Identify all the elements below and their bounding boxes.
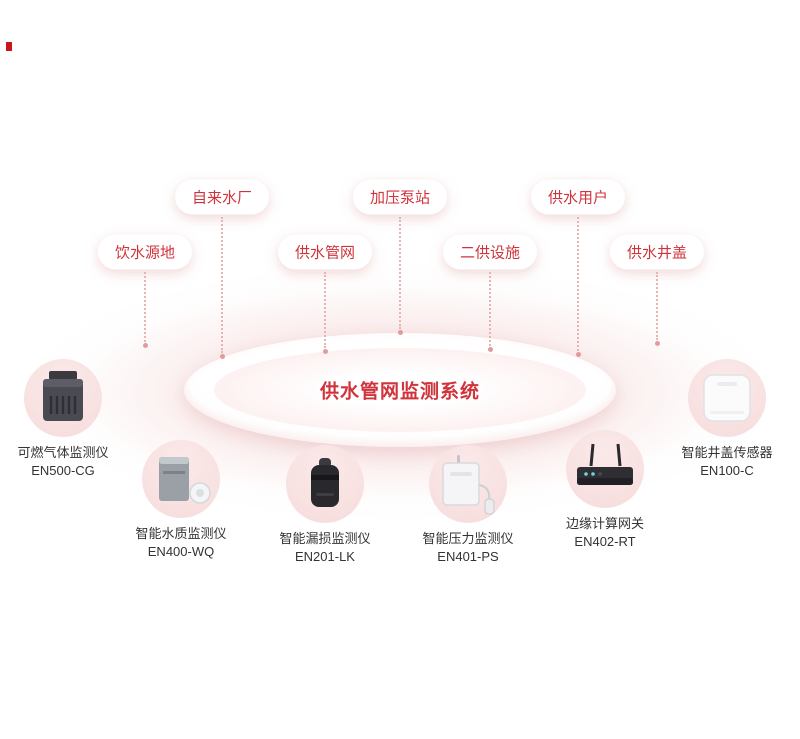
connector-water-users [575, 217, 581, 357]
device-gas-detector: 可燃气体监测仪 EN500-CG [0, 359, 143, 479]
pressure-monitor-icon [442, 455, 495, 515]
node-pill-booster-station: 加压泵站 [352, 179, 448, 215]
device-model: EN100-C [700, 463, 754, 478]
pill-label: 加压泵站 [369, 189, 431, 207]
device-name: 边缘计算网关 [565, 516, 644, 531]
pill-label: 自来水厂 [191, 189, 253, 207]
device-name: 智能压力监测仪 [422, 531, 514, 546]
pill-label: 二供设施 [459, 244, 521, 262]
device-name: 智能漏损监测仪 [279, 531, 371, 546]
device-edge-gateway: 边缘计算网关 EN402-RT [525, 430, 685, 550]
pill-label: 供水管网 [294, 244, 356, 262]
device-model: EN400-WQ [147, 544, 215, 559]
node-pill-waterworks: 自来水厂 [174, 179, 270, 215]
water-quality-monitor-icon [159, 457, 211, 504]
device-model: EN500-CG [31, 463, 95, 478]
device-circle [24, 359, 102, 437]
connector-waterworks [219, 217, 225, 359]
device-model: EN201-LK [295, 549, 355, 564]
node-pill-manhole-cover: 供水井盖 [609, 234, 705, 270]
device-circle [142, 440, 220, 518]
device-model: EN402-RT [574, 534, 636, 549]
device-water-quality-monitor: 智能水质监测仪 EN400-WQ [101, 440, 261, 560]
device-model: EN401-PS [437, 549, 499, 564]
device-circle [286, 445, 364, 523]
connector-secondary-supply [487, 272, 493, 352]
connector-pipe-network [322, 272, 328, 354]
node-pill-water-users: 供水用户 [530, 179, 626, 215]
device-name: 智能井盖传感器 [681, 445, 773, 460]
device-leak-monitor: 智能漏损监测仪 EN201-LK [245, 445, 405, 565]
pill-label: 供水井盖 [626, 244, 688, 262]
connector-booster-station [397, 217, 403, 335]
center-ellipse-inner [214, 348, 586, 432]
pill-label: 供水用户 [547, 189, 609, 207]
diagram-title: 供水管网监测系统 [319, 381, 481, 403]
device-name: 智能水质监测仪 [135, 526, 227, 541]
edge-gateway-icon [577, 443, 633, 485]
leak-monitor-icon [311, 458, 339, 507]
device-pressure-monitor: 智能压力监测仪 EN401-PS [388, 445, 548, 565]
pill-label: 饮水源地 [114, 244, 176, 262]
device-circle [688, 359, 766, 437]
gas-detector-icon [43, 371, 83, 421]
node-pill-secondary-supply: 二供设施 [442, 234, 538, 270]
device-name: 可燃气体监测仪 [17, 445, 109, 460]
device-circle [566, 430, 644, 508]
node-pill-pipe-network: 供水管网 [277, 234, 373, 270]
manhole-sensor-icon [703, 374, 751, 422]
device-circle [429, 445, 507, 523]
device-manhole-sensor: 智能井盖传感器 EN100-C [647, 359, 800, 479]
connector-manhole-cover [654, 272, 660, 346]
node-pill-drinking-source: 饮水源地 [97, 234, 193, 270]
connector-drinking-source [142, 272, 148, 348]
stray-red-mark [6, 42, 12, 51]
